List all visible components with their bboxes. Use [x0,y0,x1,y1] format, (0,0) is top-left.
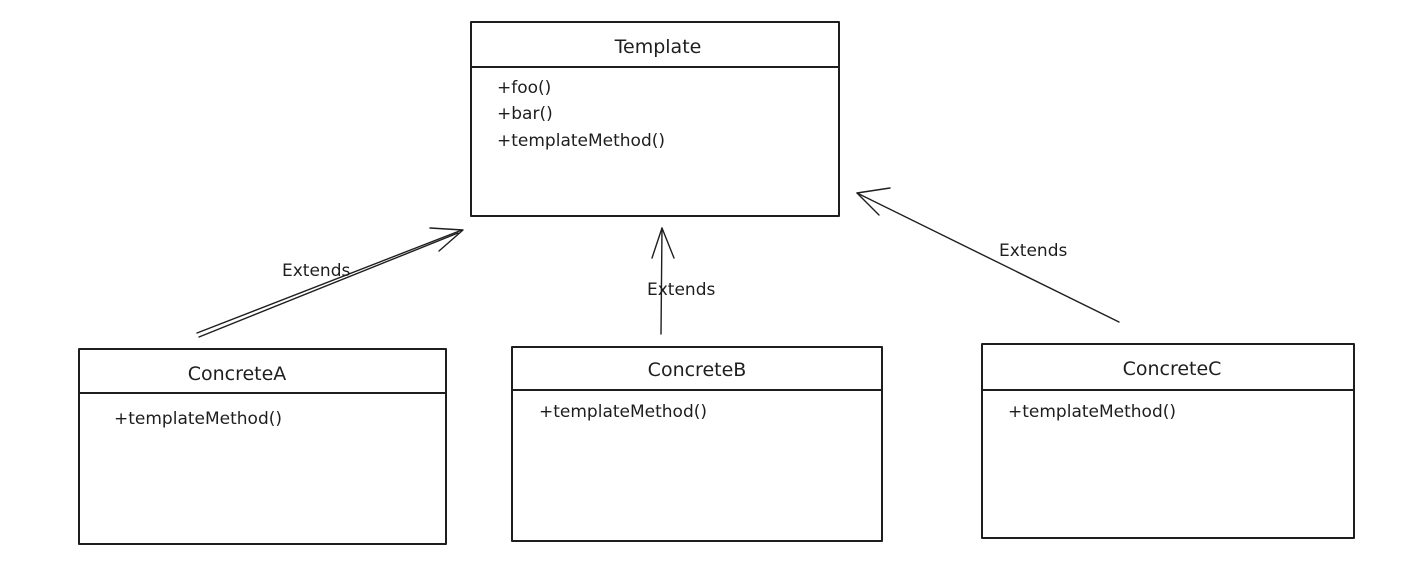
class-concrete-a-box [78,348,447,545]
extends-arrow-line [856,192,1120,323]
edge-label-extends: Extends [647,280,715,300]
extends-arrow-line [196,229,463,334]
edge-label-extends: Extends [999,241,1067,261]
class-concrete-c-box [981,343,1355,539]
extends-arrow-line-stroke2 [198,232,459,338]
arrowhead-icon [856,187,891,216]
class-concrete-c-member: +templateMethod() [1008,402,1176,422]
class-template-member: +foo() [497,78,551,98]
class-template-title: Template [614,36,702,58]
edge-concrete-c-extends-template[interactable]: Extends [856,187,1120,323]
edge-label-extends: Extends [282,261,350,281]
class-concrete-a-member: +templateMethod() [114,409,282,429]
class-concrete-b[interactable]: ConcreteB +templateMethod() [511,346,883,542]
class-concrete-a-title: ConcreteA [188,363,287,385]
class-concrete-b-title: ConcreteB [648,359,747,381]
class-concrete-b-member: +templateMethod() [539,402,707,422]
class-concrete-a[interactable]: ConcreteA +templateMethod() [78,348,447,545]
arrowhead-icon [651,227,675,259]
class-concrete-b-box [511,346,883,542]
arrowhead-icon [429,227,464,252]
edge-concrete-a-extends-template[interactable]: Extends [196,227,464,338]
extends-arrow-line [660,227,663,335]
class-concrete-c-title: ConcreteC [1123,358,1222,380]
class-template[interactable]: Template +foo() +bar() +templateMethod() [470,21,840,217]
class-template-member: +templateMethod() [497,131,665,151]
class-concrete-c[interactable]: ConcreteC +templateMethod() [981,343,1355,539]
class-template-box [470,21,840,217]
edge-concrete-b-extends-template[interactable]: Extends [647,227,715,335]
class-template-member: +bar() [497,104,553,124]
